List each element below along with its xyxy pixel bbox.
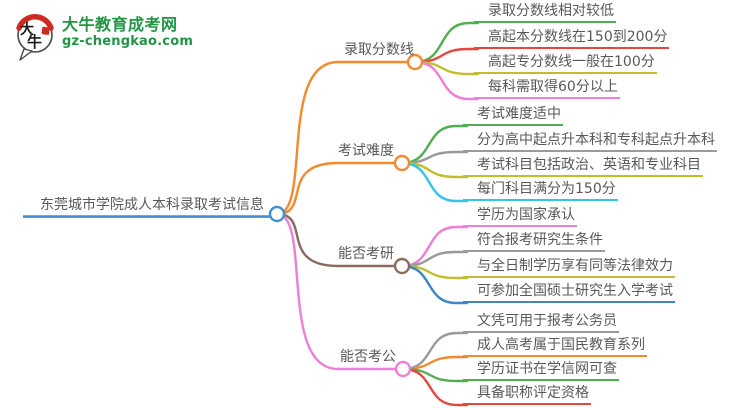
branch-4-label: 能否考公 (340, 349, 396, 365)
branch-2-child-1-label: 考试难度适中 (463, 105, 563, 126)
root-node-label: 东莞城市学院成人本科录取考试信息 (40, 197, 264, 213)
root-node-circle (268, 205, 286, 223)
branch-1-child-3-label: 高起专分数线一般在100分 (474, 53, 657, 74)
branch-3-child-3: 与全日制学历享有同等法律效力 (463, 257, 675, 278)
branch-3-child-2-label: 符合报考研究生条件 (463, 231, 605, 252)
branch-2-child-2-label: 分为高中起点升本科和专科起点升本科 (463, 131, 717, 152)
branch-connector (275, 60, 411, 216)
child-connector (400, 264, 469, 305)
branch-1-child-3: 高起专分数线一般在100分 (474, 53, 657, 74)
branch-3-child-4-label: 可参加全国硕士研究生入学考试 (463, 282, 675, 303)
branch-connector (275, 212, 398, 268)
logo-red-seal (41, 26, 50, 35)
branch-2-node-circle (393, 154, 411, 172)
child-connector (401, 367, 469, 407)
daniu-logo-icon: 大 牛 (16, 14, 54, 61)
child-connector (400, 124, 469, 165)
child-connector (400, 225, 469, 268)
branch-2-child-2: 分为高中起点升本科和专科起点升本科 (463, 131, 717, 152)
branch-3-child-4: 可参加全国硕士研究生入学考试 (463, 282, 675, 303)
speech-bubble-tail (19, 48, 33, 61)
logo-title: 大牛教育成考网 (62, 15, 178, 34)
branch-3-child-2: 符合报考研究生条件 (463, 231, 605, 252)
branch-4-child-4: 具备职称评定资格 (463, 384, 591, 405)
branch-2-label: 考试难度 (338, 143, 394, 159)
branch-2-child-3-label: 考试科目包括政治、英语和专业科目 (463, 156, 703, 177)
branch-connector (275, 161, 398, 216)
branch-1-child-2-label: 高起本分数线在150到200分 (474, 28, 670, 49)
branch-4-child-3-label: 学历证书在学信网可查 (463, 360, 619, 381)
branch-2-child-1: 考试难度适中 (463, 105, 563, 126)
branch-3-child-1: 学历为国家承认 (463, 206, 577, 227)
branch-connector (275, 212, 399, 371)
branch-1-child-4-label: 每科需取得60分以上 (474, 78, 620, 99)
branch-2-child-3: 考试科目包括政治、英语和专业科目 (463, 156, 703, 177)
logo-char-top: 大 (20, 21, 34, 38)
branch-4-node-circle (394, 360, 412, 378)
branch-4-child-3: 学历证书在学信网可查 (463, 360, 619, 381)
branch-1-node-circle (406, 53, 424, 71)
branch-1-child-1-label: 录取分数线相对较低 (474, 2, 616, 23)
branch-1-label: 录取分数线 (344, 42, 414, 58)
logo-red-arc (16, 14, 54, 31)
logo-char-bottom: 牛 (27, 33, 42, 51)
child-connector (413, 21, 480, 64)
branch-3-node-circle (393, 257, 411, 275)
branch-1-child-1: 录取分数线相对较低 (474, 2, 616, 23)
branch-3-child-1-label: 学历为国家承认 (463, 206, 577, 227)
branch-4-child-1: 文凭可用于报考公务员 (463, 312, 619, 333)
branch-4-child-2: 成人高考属于国民教育系列 (463, 336, 647, 357)
branch-2-child-4-label: 每门科目满分为150分 (463, 180, 618, 201)
branch-4-child-2-label: 成人高考属于国民教育系列 (463, 336, 647, 357)
logo-domain: gz-chengkao.com (62, 34, 194, 49)
branch-1-child-4: 每科需取得60分以上 (474, 78, 620, 99)
branch-4-child-4-label: 具备职称评定资格 (463, 384, 591, 405)
child-connector (400, 161, 469, 203)
site-logo[interactable]: 大 牛 大牛教育成考网 gz-chengkao.com (14, 12, 193, 62)
branch-2-child-4: 每门科目满分为150分 (463, 180, 618, 201)
branch-4-child-1-label: 文凭可用于报考公务员 (463, 312, 619, 333)
child-connector (413, 60, 480, 101)
branch-3-label: 能否考研 (338, 246, 394, 262)
branch-3-child-3-label: 与全日制学历享有同等法律效力 (463, 257, 675, 278)
branch-1-child-2: 高起本分数线在150到200分 (474, 28, 670, 49)
child-connector (401, 331, 469, 371)
